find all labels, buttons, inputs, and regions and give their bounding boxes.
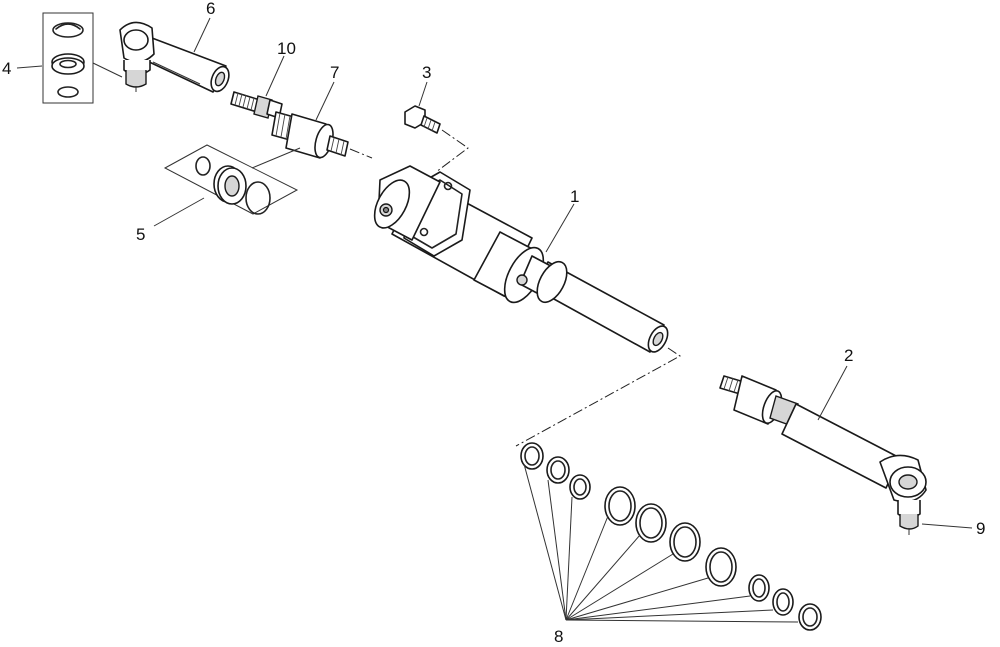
part-5-seal-kit xyxy=(163,144,301,215)
leader-9 xyxy=(921,523,973,529)
callout-5: 5 xyxy=(136,225,145,244)
leader-2 xyxy=(817,365,848,421)
seal-ring xyxy=(772,588,794,616)
seal-ring xyxy=(705,547,737,587)
part-1-cylinder xyxy=(373,165,681,447)
leader-5 xyxy=(153,197,205,227)
leader-3 xyxy=(418,81,428,107)
part-6-tie-rod-end xyxy=(119,21,230,93)
seal-ring xyxy=(748,574,770,602)
leader-4 xyxy=(16,65,43,69)
leader-6 xyxy=(193,17,211,53)
leader-7 xyxy=(315,81,335,121)
callout-leaders xyxy=(16,17,973,529)
callout-4: 4 xyxy=(2,59,11,78)
callout-10: 10 xyxy=(277,39,296,58)
seal-ring xyxy=(546,456,570,484)
part-10-threaded-stud xyxy=(230,91,283,119)
seal-ring xyxy=(669,522,701,562)
part-7-inner-joint xyxy=(271,111,373,159)
part-8-leader-lines xyxy=(523,463,799,623)
seal-ring xyxy=(604,486,636,526)
callout-7: 7 xyxy=(330,63,339,82)
seal-ring xyxy=(798,603,822,631)
part-8-seal-rings xyxy=(520,442,822,631)
callout-6: 6 xyxy=(206,0,215,18)
part-2-tie-rod xyxy=(719,375,927,535)
callout-1: 1 xyxy=(570,187,579,206)
callout-3: 3 xyxy=(422,63,431,82)
part-3-bolt xyxy=(404,105,469,173)
part-4-kit-box xyxy=(42,12,94,104)
callout-9: 9 xyxy=(976,519,985,538)
seal-ring xyxy=(635,503,667,543)
seal-ring xyxy=(520,442,544,470)
seal-ring xyxy=(569,474,591,500)
leader-1 xyxy=(545,203,575,253)
leader-10 xyxy=(265,55,285,97)
callout-8: 8 xyxy=(554,627,563,646)
part-4-ring-kit xyxy=(42,12,123,104)
callout-2: 2 xyxy=(844,346,853,365)
